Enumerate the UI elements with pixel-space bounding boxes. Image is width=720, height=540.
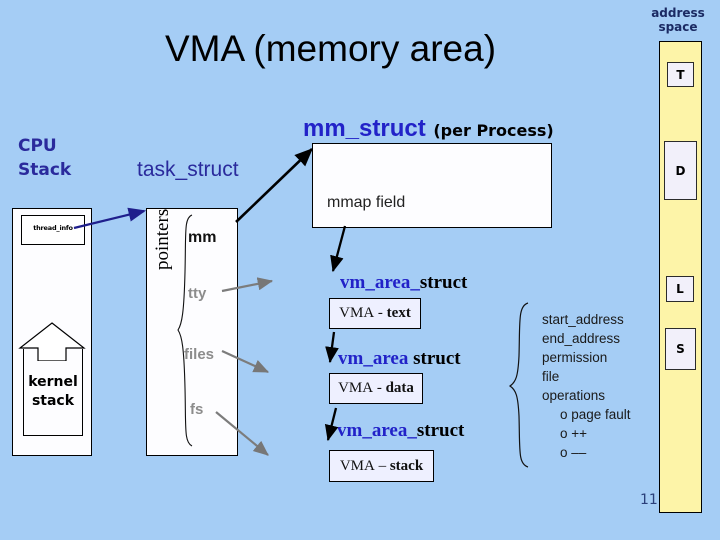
kernel-stack-line2: stack <box>31 393 75 409</box>
cpu-stack-label-line1: CPU <box>18 136 57 156</box>
task-field-fs: fs <box>190 401 204 418</box>
pointers-brace <box>177 214 193 447</box>
address-segment-text: T <box>667 62 694 87</box>
vma-box-lead: VMA <box>339 457 375 474</box>
mmap-field-label: mmap field <box>327 194 406 211</box>
address-segment-stack: S <box>665 328 696 370</box>
vma-field-item: start_address <box>542 312 624 327</box>
thread-info-label: thread_info <box>33 224 73 232</box>
vma-title-blue: vm_area <box>338 348 409 369</box>
vm-area-struct-title-text: vm_area_struct <box>340 272 467 294</box>
vm-area-struct-title-stack: vm_area_struct <box>337 420 464 442</box>
task-field-mm: mm <box>188 229 217 246</box>
vma-box-lead: VMA <box>338 380 374 396</box>
vma-title-black: struct <box>416 420 465 441</box>
arrow-vma-data-to-vma-stack <box>324 407 339 442</box>
vma-title-black: struct <box>419 272 468 293</box>
address-space-label-line1: address <box>651 6 705 20</box>
vma-field-subitem: o page fault <box>560 407 631 422</box>
kernel-stack-label: kernel stack <box>24 373 82 411</box>
pointers-label: pointers <box>152 208 173 270</box>
arrow-mm-to-mm-struct <box>235 148 313 223</box>
vma-fields-brace <box>508 302 529 468</box>
task-field-tty: tty <box>188 285 207 302</box>
task-struct-label: task_struct <box>137 158 239 181</box>
vma-box-lead: VMA <box>339 305 375 321</box>
vma-title-black: struct <box>408 348 461 369</box>
address-space-label: address space <box>640 6 716 34</box>
mm-struct-label-main: mm_struct <box>303 115 426 142</box>
vma-field-subitem: o –– <box>560 445 587 460</box>
mm-struct-label: mm_struct (per Process) <box>303 114 554 143</box>
address-space-column: T D L S <box>659 41 702 513</box>
address-segment-lib: L <box>666 276 694 302</box>
arrow-vma-text-to-vma-data <box>325 331 339 364</box>
cpu-stack-box: thread_info kernel stack <box>12 208 92 456</box>
mm-struct-label-sub: (per Process) <box>433 121 554 140</box>
vma-box-sep: - <box>376 380 382 396</box>
vma-title-blue: vm_area_ <box>340 272 420 293</box>
vma-field-item: permission <box>542 350 608 365</box>
vma-field-item: file <box>542 369 560 384</box>
vma-field-item: end_address <box>542 331 621 346</box>
vma-box-stack: VMA – stack <box>329 450 434 482</box>
vma-box-name: stack <box>389 457 424 474</box>
address-space-label-line2: space <box>658 20 698 34</box>
stack-growth-up-arrow <box>18 322 86 361</box>
vma-field-subitem: o ++ <box>560 426 588 441</box>
vma-box-sep: - <box>377 305 383 321</box>
mm-struct-box: mmap field <box>312 143 552 228</box>
vma-box-text: VMA - text <box>329 298 421 329</box>
kernel-stack-line1: kernel <box>28 374 78 390</box>
vma-box-sep: – <box>378 457 387 474</box>
kernel-stack-box: kernel stack <box>23 349 83 436</box>
cpu-stack-label: CPU Stack <box>18 134 71 182</box>
vma-title-blue: vm_area_ <box>337 420 417 441</box>
arrow-mmap-to-vma-text <box>330 225 347 273</box>
address-segment-data: D <box>664 141 697 200</box>
vm-area-struct-title-data: vm_area struct <box>338 348 461 370</box>
vma-fields-list: start_address end_address permission fil… <box>542 310 672 462</box>
page-number: 11 <box>640 492 658 508</box>
cpu-stack-label-line2: Stack <box>18 160 72 180</box>
thread-info-box: thread_info <box>21 215 85 245</box>
page-title: VMA (memory area) <box>165 28 497 69</box>
vma-field-item: operations <box>542 388 606 403</box>
vma-box-data: VMA - data <box>329 373 423 404</box>
vma-box-name: text <box>386 305 411 321</box>
vma-box-name: data <box>385 380 414 396</box>
task-field-files: files <box>184 346 215 363</box>
